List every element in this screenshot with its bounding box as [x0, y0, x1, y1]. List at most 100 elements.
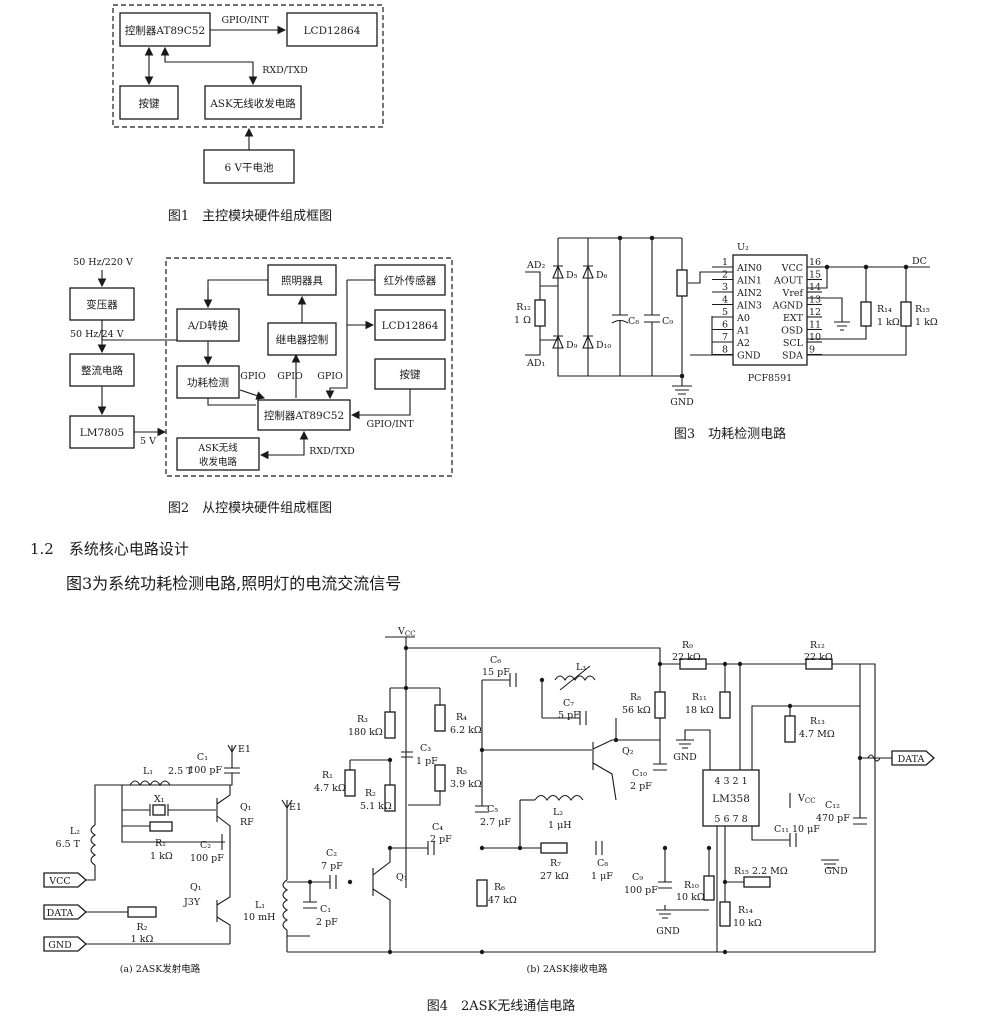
rx-gnd-wire: [664, 905, 709, 911]
tx-l2-label: L₂: [70, 826, 80, 837]
fig3-pin-number: 5: [722, 307, 728, 318]
rx-junction: [722, 949, 728, 955]
rx-r10-label: R₁₀: [684, 880, 699, 891]
rx-c5-value: 2.7 μF: [480, 817, 511, 828]
fig4-caption: 图4 2ASK无线通信电路: [427, 998, 576, 1014]
rx-r12-label: R₁₂: [810, 640, 825, 651]
rx-gnd3-symbol: [821, 859, 839, 869]
rx-c8-value: 1 μF: [591, 871, 613, 882]
rx-r2-value: 5.1 kΩ: [360, 801, 392, 812]
tx-r2-value: 1 kΩ: [131, 934, 154, 945]
tx-gnd-label: GND: [48, 940, 72, 951]
rx-r7-label: R₇: [550, 858, 561, 869]
rx-r6-label: R₆: [494, 882, 505, 893]
rx-data-label: DATA: [898, 754, 925, 765]
tx-r1-label: R₁: [155, 838, 166, 849]
tx-r1-value: 1 kΩ: [150, 851, 173, 862]
rx-c1-label: C₁: [320, 904, 331, 915]
fig3-pcf8591-chip: [732, 254, 808, 366]
rx-r4-value: 6.2 kΩ: [450, 725, 482, 736]
rx-e1-label: E1: [289, 802, 302, 813]
rx-junction: [662, 845, 668, 851]
fig3-gnd-label: GND: [670, 397, 694, 408]
rx-r13: [784, 715, 796, 743]
fig2-lcd-label: LCD12864: [382, 320, 439, 332]
rx-r13-value: 4.7 MΩ: [799, 729, 835, 740]
fig2-lcd-block: [374, 309, 446, 341]
fig2-ac24-label: 50 Hz/24 V: [70, 329, 124, 340]
tx-c1-value: 100 pF: [188, 765, 222, 776]
rx-c8-label: C₈: [597, 858, 608, 869]
fig3-pin-number: 3: [722, 282, 728, 293]
rx-q1-emitter: [372, 888, 391, 952]
tx-l2-value: 6.5 T: [56, 839, 81, 850]
rx-c3: [401, 751, 413, 758]
tx-vcc-label: VCC: [48, 876, 70, 887]
tx-gnd-port: [43, 936, 87, 952]
fig2-gpio-int-label: GPIO/INT: [366, 419, 414, 430]
rx-q2-label: Q₂: [622, 746, 634, 757]
rx-r9: [679, 658, 707, 670]
fig3-ad2-wire: [525, 271, 541, 286]
fig3-junction: [679, 373, 685, 379]
rx-c2-label: C₂: [326, 848, 337, 859]
fig2-ir-label: 红外传感器: [384, 274, 437, 287]
fig2-ask-block: [176, 437, 260, 471]
rx-junction: [539, 677, 545, 683]
fig3-junction: [863, 264, 869, 270]
fig4-sub-b: (b) 2ASK接收电路: [526, 963, 608, 975]
rx-l1: [282, 879, 289, 931]
rx-r1-label: R₁: [322, 770, 333, 781]
rx-r15: [743, 876, 771, 888]
fig1-ask-label: ASK无线收发电路: [209, 97, 296, 110]
fig1-gpio-label: GPIO/INT: [221, 15, 269, 26]
rx-l2-label: L₂: [553, 807, 563, 818]
fig2-power-detect-label: 功耗检测: [187, 376, 229, 389]
tx-e1-label: E1: [238, 744, 251, 755]
fig2-controller-label: 控制器AT89C52: [264, 409, 344, 422]
fig3-pin-number: 10: [809, 332, 821, 343]
rx-r10: [703, 875, 715, 901]
fig3-pin-name: AIN1: [736, 276, 762, 287]
fig2-gpio3-label: GPIO: [317, 371, 343, 382]
tx-j3y-label: J3Y: [183, 897, 201, 908]
figure-4a-transmitter: E1 C₁ 100 pF L₁ 2.5 T X₁ R₁ 1 kΩ Q₁ RF C…: [43, 744, 254, 975]
fig2-caption: 图2 从控模块硬件组成框图: [168, 501, 332, 516]
fig3-pot-wiper: [688, 271, 733, 284]
rx-c11-label: C₁₁: [774, 824, 789, 835]
fig2-ad-block: [176, 308, 240, 342]
rx-c4-value: 2 pF: [430, 834, 452, 845]
tx-r2-label: R₂: [137, 922, 148, 933]
fig3-chip-ref: U₂: [737, 242, 749, 253]
fig2-module-boundary: [165, 257, 453, 477]
fig3-pin-name: OSD: [781, 326, 803, 337]
fig3-pin-name: AIN0: [736, 263, 762, 274]
rx-antenna-icon: [281, 799, 293, 880]
rx-junction: [307, 879, 313, 885]
rx-r5: [434, 764, 446, 792]
fig2-transformer-label: 变压器: [86, 298, 118, 311]
fig3-r15-label: R₁₅: [915, 304, 930, 315]
fig3-pin-number: 11: [809, 320, 821, 331]
rx-r13-label: R₁₃: [810, 716, 825, 727]
fig2-rectifier-block: [69, 353, 135, 387]
rx-c7-value: 5 pF: [558, 710, 580, 721]
rx-junction: [722, 879, 728, 885]
rx-out-jumper: [867, 754, 881, 762]
fig3-pin-name: GND: [737, 351, 761, 362]
tx-x1-label: X₁: [154, 794, 165, 805]
fig3-ad1-wire: [525, 340, 541, 356]
rx-gnd2-label: GND: [673, 752, 697, 763]
rx-pin1-wire: [751, 664, 861, 770]
rx-vcc-label: VCC: [397, 626, 416, 638]
rx-junction: [737, 661, 743, 667]
rx-r5-label: R₅: [456, 766, 467, 777]
tx-l1: [129, 780, 171, 787]
fig3-d5-label: D₅: [566, 270, 578, 281]
fig3-pin-name: AIN3: [736, 301, 762, 312]
rx-r3: [384, 711, 396, 739]
fig2-lighting-block: [267, 264, 337, 296]
rx-junction: [387, 845, 393, 851]
fig3-pin-number: 13: [809, 295, 821, 306]
fig2-relay-label: 继电器控制: [276, 333, 329, 346]
